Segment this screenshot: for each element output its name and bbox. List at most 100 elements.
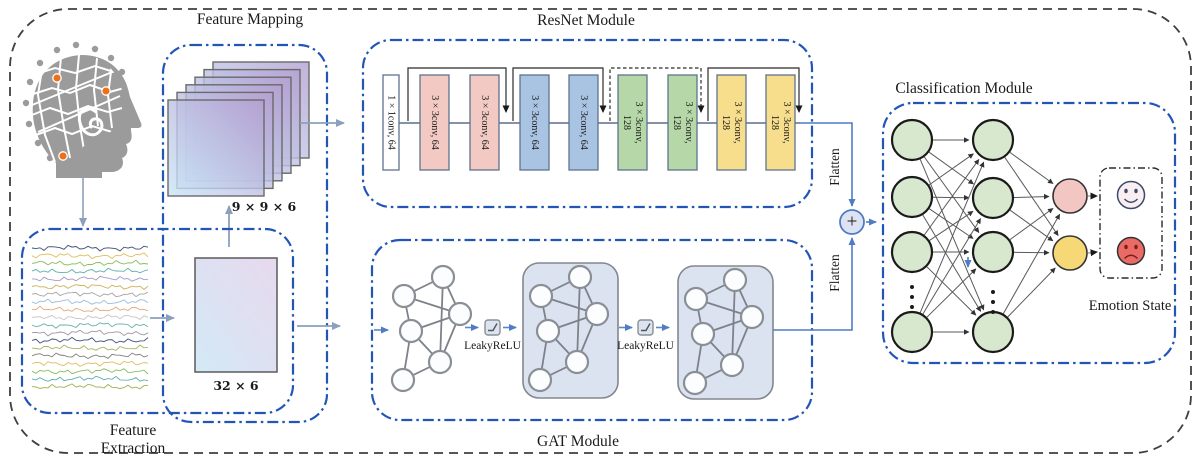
graph-node: [398, 318, 424, 344]
eeg-signal-trace: [31, 352, 149, 360]
skip-connection-3-dashed: [609, 67, 705, 121]
nn-output-node-positive: [1052, 178, 1088, 214]
gat-graphs: [390, 264, 765, 396]
resnet-block-6-label2: 128: [621, 115, 632, 130]
resnet-block-1-label: 1 × 1conv, 64: [386, 95, 397, 149]
outer-dashed-border: [9, 8, 1192, 454]
flatten-line-bottom: [773, 237, 856, 331]
nn-edge: [1009, 207, 1054, 241]
ellipsis-dots: [910, 285, 995, 314]
nn-edge: [1009, 209, 1054, 242]
leakyrelu-icon: [637, 319, 654, 336]
eeg-signal-plot: [31, 244, 149, 390]
nn-input-node: [890, 230, 934, 274]
resnet-block-7-label: 3 × 3conv,: [683, 102, 694, 144]
nn-edge: [922, 218, 982, 315]
nn-edge: [928, 151, 974, 185]
leakyrelu-activation-2: LeakyReLU: [617, 319, 675, 352]
resnet-block-7: [667, 74, 698, 171]
graph-node: [447, 301, 473, 327]
head-silhouette: [32, 55, 142, 178]
skip-connection-4: [707, 67, 803, 121]
feature-mapping-box: [161, 43, 329, 424]
leakyrelu-icon: [484, 319, 501, 336]
resnet-block-2: [419, 74, 450, 171]
resnet-blocks: [382, 74, 796, 171]
emotion-state-label: Emotion State: [1089, 298, 1172, 314]
nn-hidden-layer: [971, 118, 1015, 354]
gat-graph-2: [527, 264, 610, 393]
resnet-block-7-label2: 128: [671, 115, 682, 130]
eeg-signal-trace: [31, 383, 149, 390]
flatten-line-top: [800, 122, 856, 207]
graph-node: [391, 283, 417, 309]
relu-curve-glyph: [488, 323, 498, 332]
graph-node: [527, 367, 553, 393]
feature-extraction-title-line1: Feature: [110, 422, 157, 439]
feature-matrix: [194, 257, 278, 373]
nn-edges: [919, 137, 1061, 335]
eeg-signal-trace: [31, 329, 149, 337]
resnet-module-box: [361, 38, 814, 209]
graph-node: [390, 367, 416, 393]
resnet-block-labels: 1 × 1conv, 64 3 × 3conv, 64 3 × 3conv, 6…: [386, 95, 793, 149]
nn-edge: [1013, 193, 1050, 200]
nn-edge: [922, 214, 982, 312]
eeg-signal-trace: [31, 336, 149, 344]
nn-hidden-node: [971, 230, 1015, 274]
relu-curve-glyph: [641, 323, 651, 332]
nn-edge: [926, 266, 977, 316]
happy-face-icon: [1116, 180, 1146, 210]
graph-node: [719, 352, 745, 378]
electrode-dots: [52, 73, 111, 161]
resnet-block-4-label: 3 × 3conv, 64: [529, 95, 540, 149]
resnet-block-5: [568, 74, 599, 171]
eeg-signal-trace: [31, 259, 149, 267]
eeg-signal-trace: [31, 305, 149, 312]
nn-edge: [1002, 213, 1061, 314]
gat-graph-1: [390, 264, 473, 393]
resnet-block-8: [716, 74, 747, 171]
nn-hidden-node: [971, 176, 1015, 220]
nn-input-node: [890, 310, 934, 354]
graph-node: [564, 349, 590, 375]
resnet-block-2-label: 3 × 3conv, 64: [429, 95, 440, 149]
eeg-signal-trace: [31, 322, 149, 329]
resnet-block-3: [469, 74, 500, 171]
skip-connection-1: [407, 67, 510, 121]
eeg-signal-trace: [31, 314, 149, 321]
eeg-signal-trace: [31, 291, 149, 298]
emotion-state-box: [1099, 167, 1163, 279]
nn-edge: [929, 210, 974, 241]
resnet-block-8-label2: 128: [720, 115, 731, 130]
feature-mapping-title: Feature Mapping: [197, 11, 304, 28]
leakyrelu-activation-1: LeakyReLU: [464, 319, 522, 352]
nn-edge: [923, 156, 980, 234]
eeg-signal-trace: [31, 244, 149, 252]
resnet-block-5-label: 3 × 3conv, 64: [578, 95, 589, 149]
graph-node: [682, 370, 708, 396]
nn-edge: [919, 161, 985, 313]
nn-input-node: [890, 118, 934, 162]
matrix-dims-label: 32 × 6: [213, 378, 259, 393]
nn-edge: [923, 158, 980, 236]
nn-edge: [926, 268, 977, 318]
flatten-label-bottom: Flatten: [827, 254, 842, 292]
resnet-module-title: ResNet Module: [537, 12, 635, 29]
resnet-block-9-label: 3 × 3conv,: [781, 102, 792, 144]
nn-hidden-node: [971, 310, 1015, 354]
nn-hidden-node: [971, 118, 1015, 162]
eeg-signal-trace: [31, 298, 149, 305]
sad-face-icon: [1116, 236, 1146, 266]
nn-input-layer: [890, 118, 934, 354]
resnet-block-8-label: 3 × 3conv,: [732, 102, 743, 144]
graph-node: [722, 267, 748, 293]
feature-map-stack: [167, 61, 310, 197]
resnet-block-6: [617, 74, 648, 171]
eeg-signal-trace: [31, 360, 149, 367]
nn-edge: [1007, 267, 1056, 318]
leakyrelu-label-1: LeakyReLU: [464, 340, 522, 352]
graph-node: [567, 264, 593, 290]
graph-node: [584, 301, 610, 327]
graph-node: [528, 283, 554, 309]
